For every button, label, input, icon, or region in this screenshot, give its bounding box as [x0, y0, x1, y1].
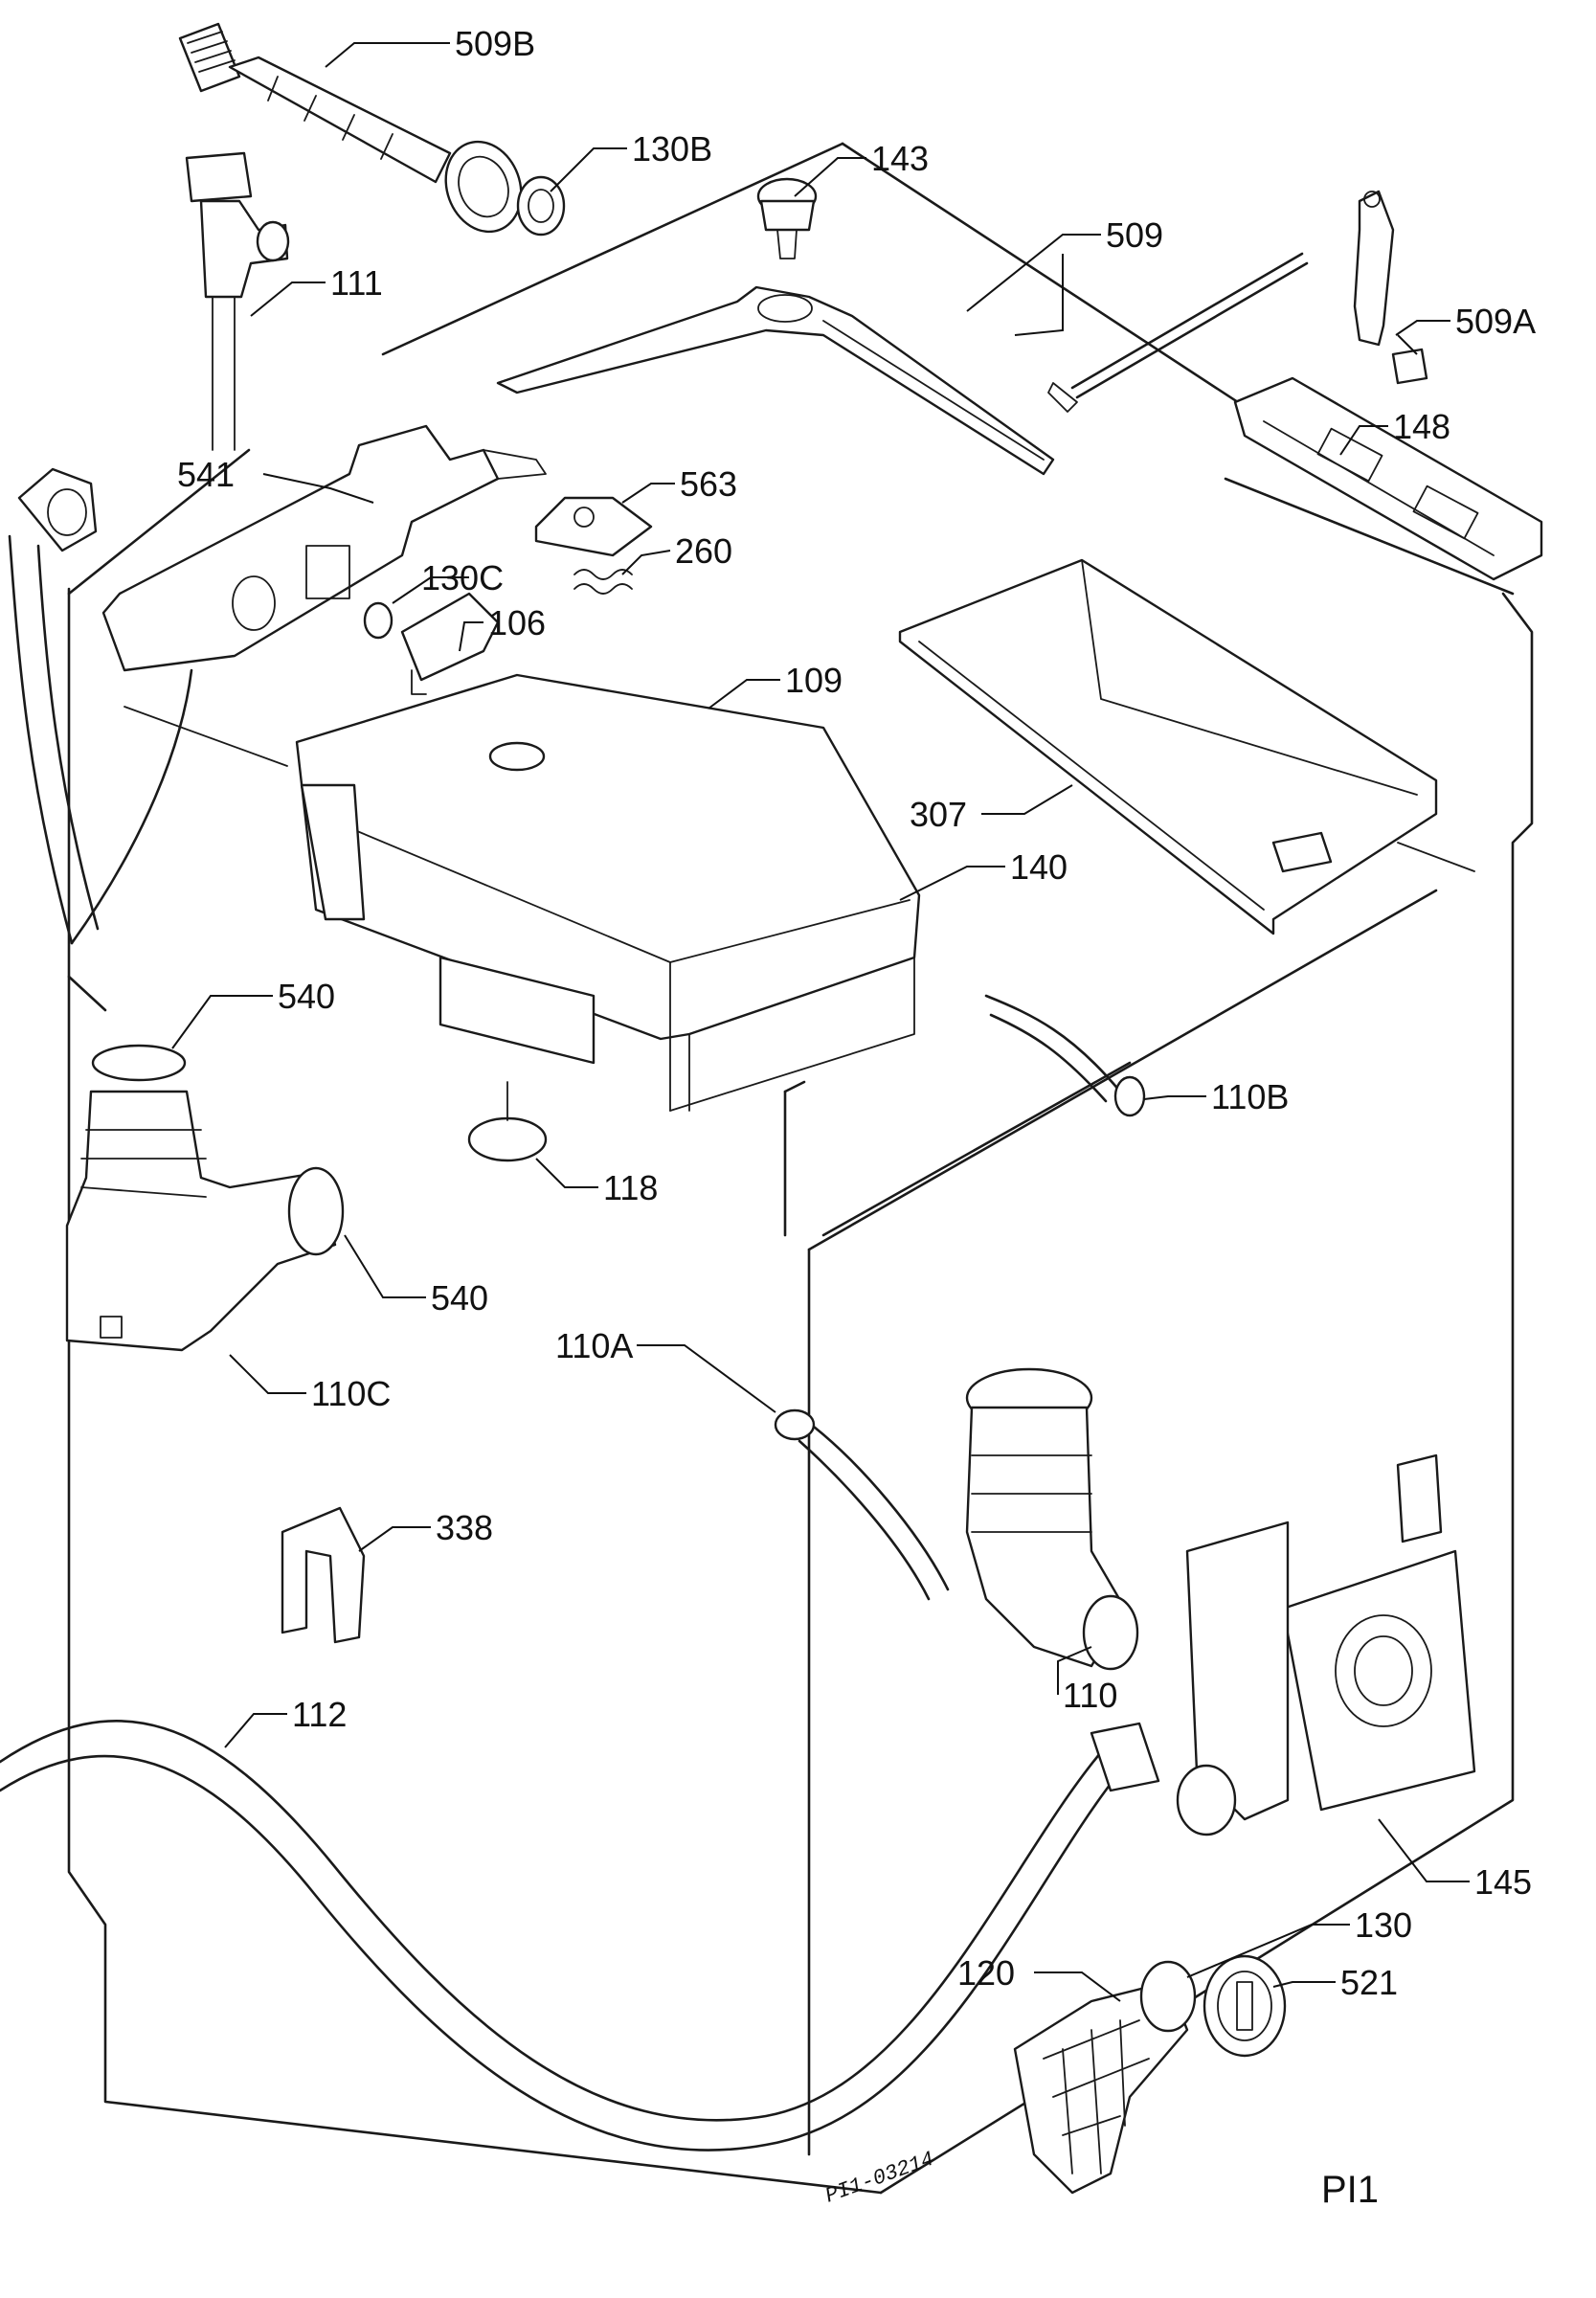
label-106: 106	[488, 603, 546, 642]
label-307: 307	[910, 795, 967, 834]
part-106-clip	[400, 592, 500, 695]
label-148: 148	[1393, 407, 1450, 446]
part-110c-sump-bellows	[65, 1044, 345, 1352]
part-130-ring	[1139, 1960, 1197, 2033]
label-118: 118	[603, 1168, 658, 1207]
part-112-drain-hose	[0, 1720, 1160, 2152]
part-110b-hose	[984, 994, 1146, 1117]
part-110a-hose	[774, 1408, 950, 1601]
label-130b: 130B	[632, 129, 712, 169]
part-120-filter	[1013, 1980, 1189, 2195]
part-521-cap	[1203, 1954, 1287, 2058]
part-145-pump	[1176, 1453, 1476, 1836]
part-111-valve	[185, 151, 290, 451]
part-338-clip	[281, 1506, 366, 1644]
label-109: 109	[785, 661, 843, 700]
label-140: 140	[1010, 847, 1068, 887]
part-509-lever	[496, 252, 1309, 476]
part-130c-nut	[363, 601, 393, 640]
part-labels: 509B 130B 143 509 111 509A 148 541 563 2…	[177, 24, 1536, 2002]
label-143: 143	[871, 139, 929, 178]
label-260: 260	[675, 531, 732, 571]
label-110b: 110B	[1211, 1077, 1289, 1116]
label-111: 111	[330, 263, 383, 303]
label-130: 130	[1355, 1905, 1412, 1945]
label-521: 521	[1340, 1963, 1398, 2002]
label-509a: 509A	[1455, 302, 1536, 341]
drawing-code: PI1-03214	[822, 2147, 937, 2208]
label-145: 145	[1474, 1862, 1532, 1902]
part-509b-inlet-valve	[178, 22, 566, 237]
label-120: 120	[957, 1953, 1015, 1993]
part-110-bellows	[965, 1367, 1139, 1671]
label-338: 338	[436, 1508, 493, 1547]
part-541-bracket	[101, 424, 547, 672]
page-id: PI1	[1321, 2169, 1379, 2211]
label-563: 563	[680, 464, 737, 504]
label-540-bottom: 540	[431, 1278, 488, 1318]
part-118-gear	[467, 1081, 548, 1162]
label-110: 110	[1063, 1676, 1117, 1715]
part-143-knob	[756, 177, 818, 259]
label-509: 509	[1106, 215, 1163, 255]
label-540-top: 540	[278, 977, 335, 1016]
label-130c: 130C	[421, 558, 504, 597]
part-109-dispenser-housing	[295, 673, 921, 1112]
label-110a: 110A	[555, 1326, 633, 1365]
label-112: 112	[292, 1695, 347, 1734]
part-260-spring	[573, 569, 633, 595]
label-110c: 110C	[311, 1374, 391, 1413]
label-509b: 509B	[455, 24, 535, 63]
part-148-tray	[1233, 376, 1543, 581]
leader-lines	[171, 42, 1470, 2002]
part-509a-arm	[1353, 190, 1428, 385]
part-563-cam	[534, 496, 653, 557]
part-307-drawer	[898, 558, 1438, 935]
cabinet-outline	[67, 142, 1534, 2195]
part-inlet-hose-left	[8, 467, 193, 945]
label-541: 541	[177, 455, 235, 494]
